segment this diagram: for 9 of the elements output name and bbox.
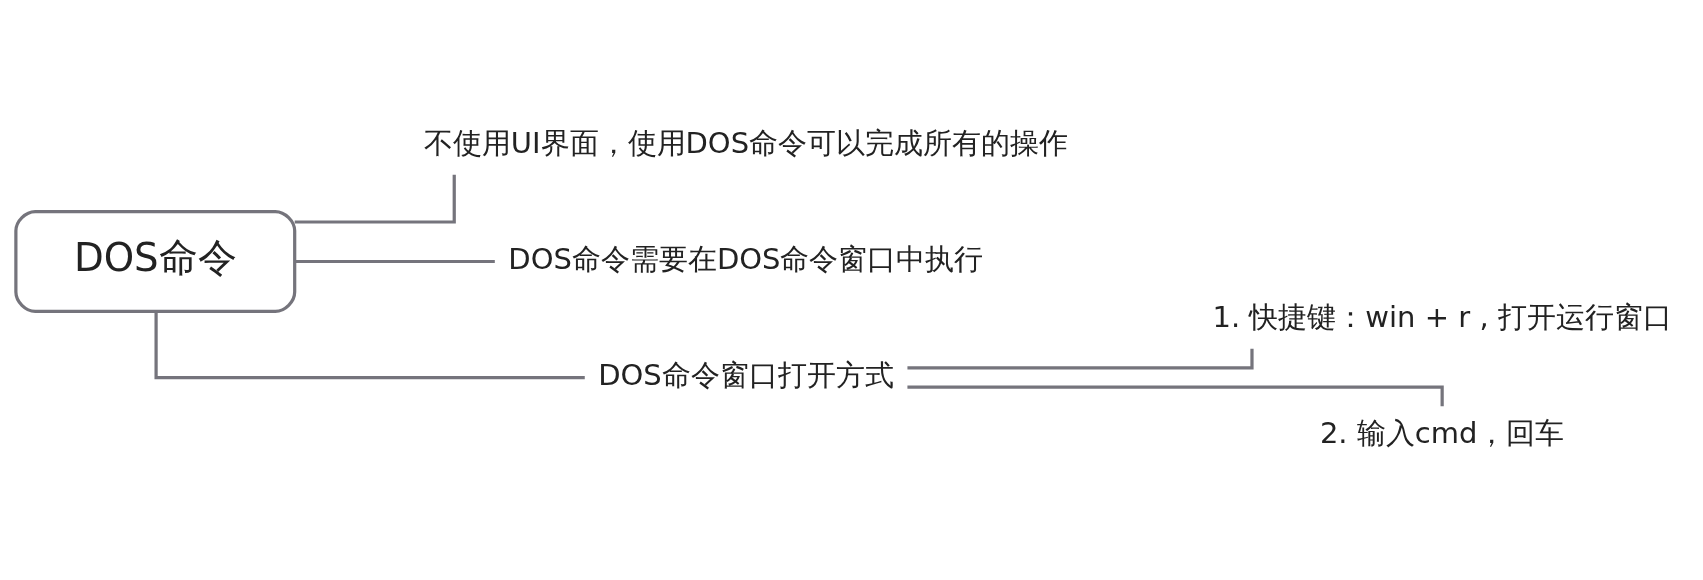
node-text: 2. 输入cmd，回车	[1319, 415, 1565, 450]
node-box: DOS命令	[14, 209, 297, 313]
connector	[154, 311, 585, 379]
connector	[294, 174, 456, 224]
node-text: 1. 快捷键：win + r , 打开运行窗口	[1212, 299, 1672, 334]
connector	[295, 259, 495, 263]
node-text: DOS命令窗口打开方式	[598, 357, 894, 392]
node-text: 不使用UI界面，使用DOS命令可以完成所有的操作	[423, 125, 1069, 160]
node-text: DOS命令需要在DOS命令窗口中执行	[508, 241, 984, 276]
